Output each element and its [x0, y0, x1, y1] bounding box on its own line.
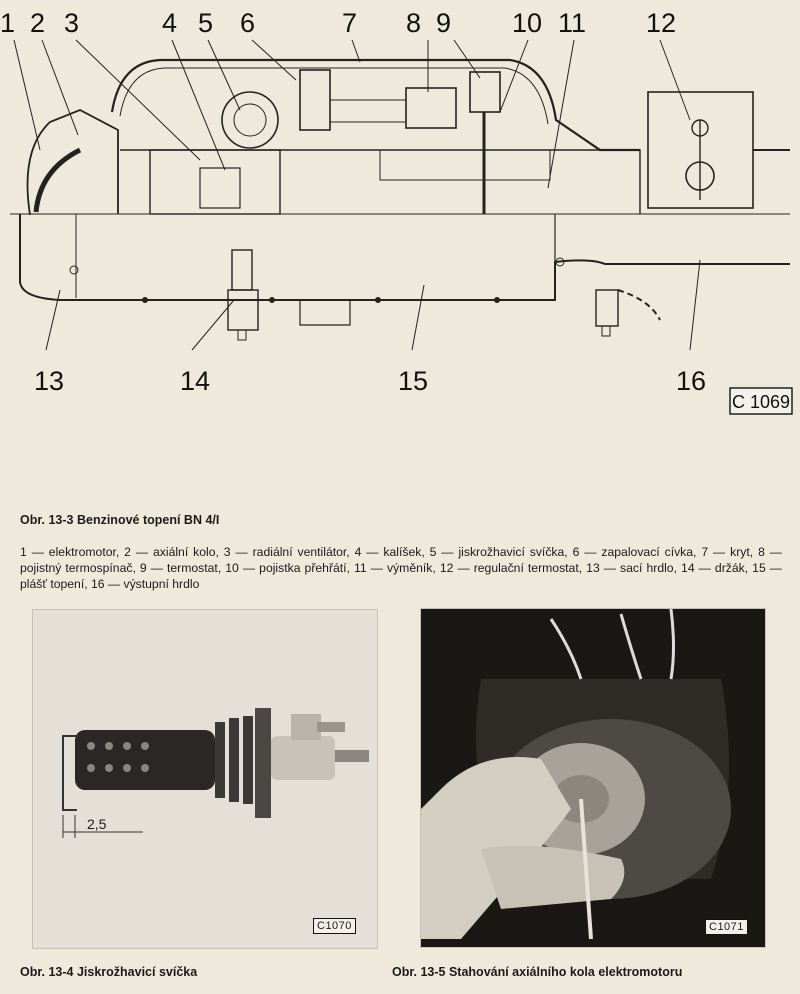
- callout-15: 15: [398, 366, 428, 396]
- heater-jacket: [19, 214, 790, 301]
- photo-code-left: C1070: [313, 918, 356, 934]
- figure-code-box: [729, 387, 793, 415]
- callout-9: 9: [436, 8, 451, 38]
- callout-12: 12: [646, 8, 676, 38]
- callout-3: 3: [64, 8, 79, 38]
- cup: [221, 91, 279, 149]
- glow-plug-photo: 2,5 C1070: [32, 609, 378, 949]
- callout-7: 7: [342, 8, 357, 38]
- thermostat: [469, 71, 501, 113]
- callout-4: 4: [162, 8, 177, 38]
- figure-code: C 1069: [732, 392, 790, 412]
- safety-thermoswitch: [405, 87, 457, 129]
- callout-11: 11: [558, 8, 586, 38]
- photo-caption-right: Obr. 13-5 Stahování axiálního kola elekt…: [392, 965, 683, 979]
- callout-6: 6: [240, 8, 255, 38]
- photo-caption-left: Obr. 13-4 Jiskrožhavicí svíčka: [20, 965, 198, 979]
- heater-cross-section-drawing: 1 2 3 4 5 6 7 8 9 10 11 12 13 14 15 16 C…: [0, 8, 793, 415]
- dimension-label: 2,5: [87, 816, 107, 832]
- callout-5: 5: [198, 8, 213, 38]
- callout-16: 16: [676, 366, 706, 396]
- axial-wheel-illustration: [421, 609, 765, 947]
- callout-13: 13: [34, 366, 64, 396]
- glow-plug-illustration: [62, 708, 369, 838]
- callout-8: 8: [406, 8, 421, 38]
- figure-caption: Obr. 13-3 Benzinové topení BN 4/I: [20, 513, 220, 527]
- callout-numbers: 1 2 3 4 5 6 7 8 9 10 11 12 13 14 15 16: [0, 8, 706, 396]
- callout-1: 1: [0, 8, 15, 38]
- figure-legend: 1 — elektromotor, 2 — axiální kolo, 3 — …: [20, 545, 782, 591]
- callout-10: 10: [512, 8, 542, 38]
- holder: [231, 249, 253, 291]
- cover-outline: [110, 58, 640, 152]
- photo-code-right: C1071: [705, 919, 748, 935]
- callout-2: 2: [30, 8, 45, 38]
- axial-wheel-removal-photo: C1071: [420, 608, 766, 948]
- callout-14: 14: [180, 366, 210, 396]
